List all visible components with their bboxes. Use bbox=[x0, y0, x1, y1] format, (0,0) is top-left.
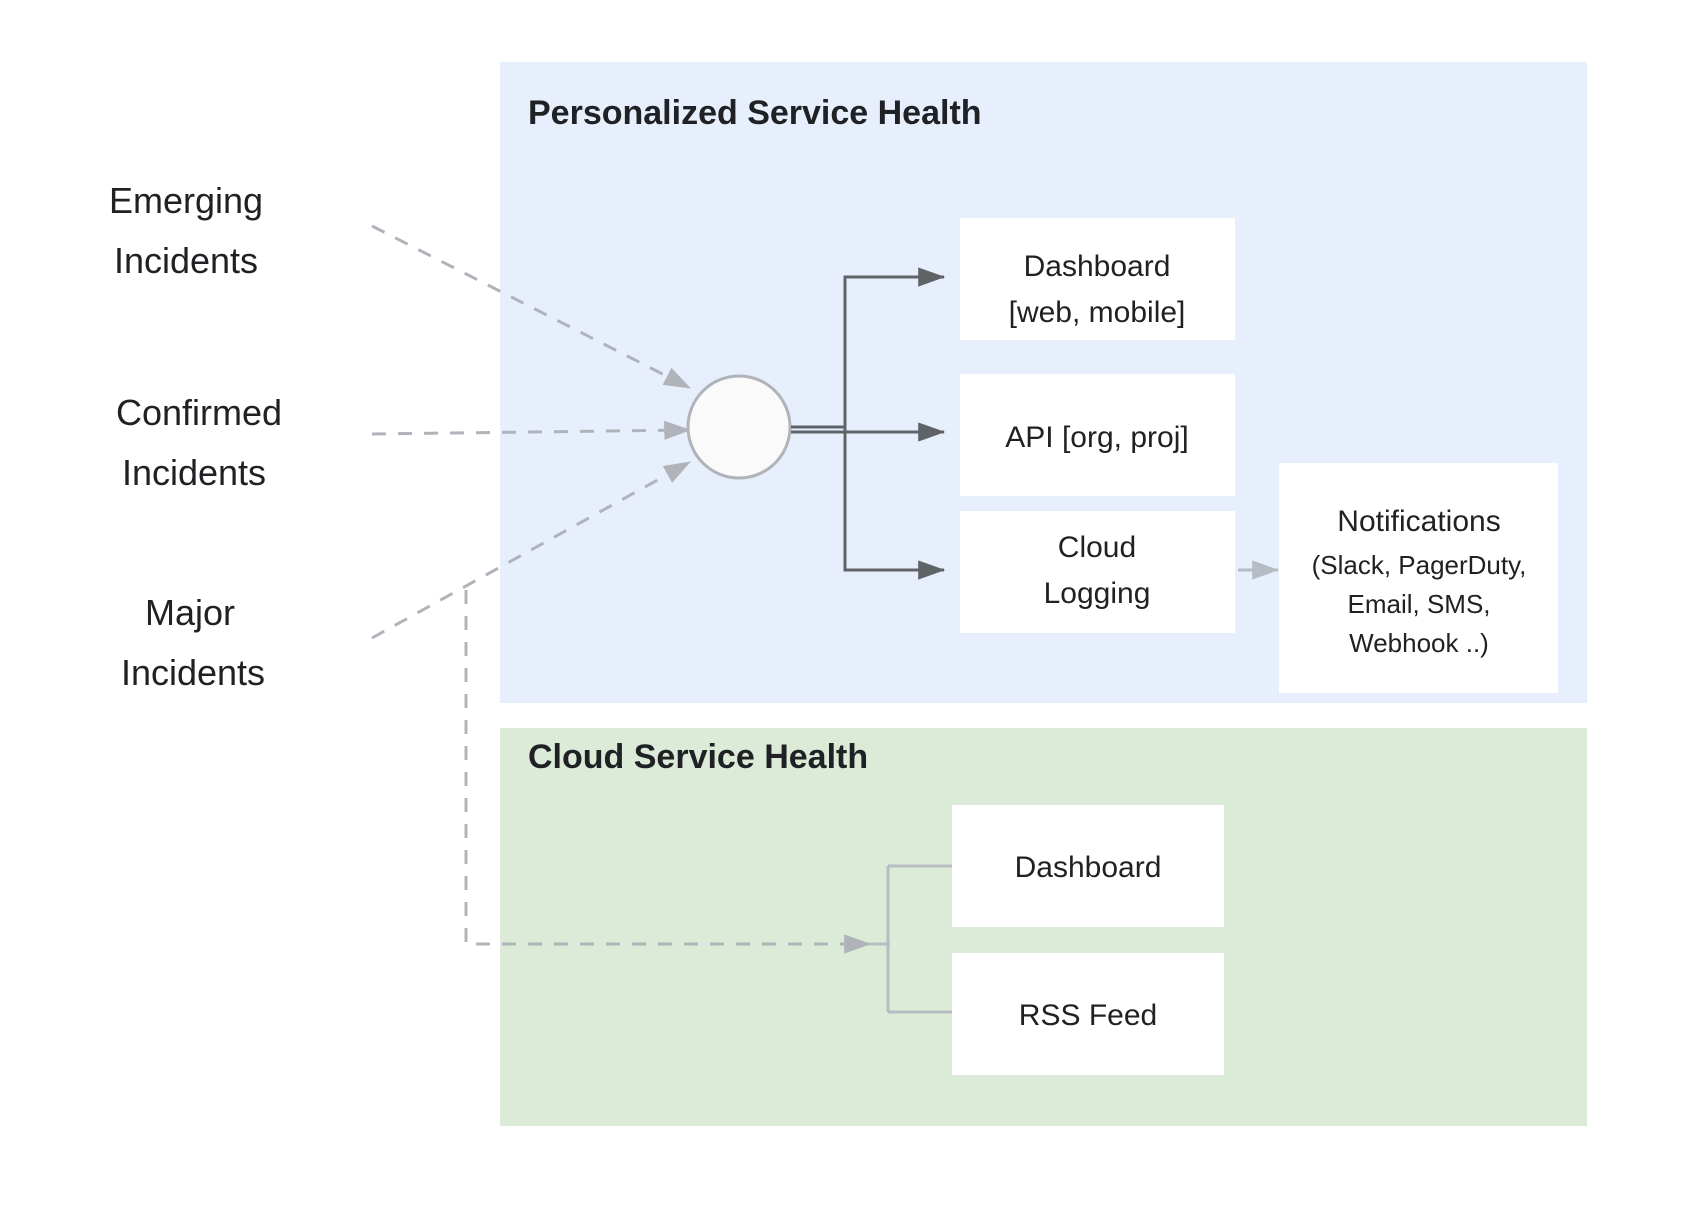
node-box-dashboard-web-mobile[interactable] bbox=[960, 218, 1235, 340]
source-label-emerging-line2: Incidents bbox=[114, 240, 258, 281]
source-label-emerging-line1: Emerging bbox=[109, 180, 263, 221]
node-label-rss-feed: RSS Feed bbox=[1019, 999, 1157, 1032]
node-box-rss-feed[interactable] bbox=[952, 953, 1224, 1075]
node-box-dashboard[interactable] bbox=[952, 805, 1224, 927]
source-label-confirmed-line1: Confirmed bbox=[116, 392, 282, 433]
node-label-notifications-detail-1: (Slack, PagerDuty, bbox=[1312, 550, 1527, 580]
panel-title-personalized: Personalized Service Health bbox=[528, 94, 982, 132]
node-box-api-org-proj[interactable] bbox=[960, 374, 1235, 496]
node-box-notifications[interactable] bbox=[1279, 463, 1558, 693]
node-label-api-org-proj: API [org, proj] bbox=[1005, 421, 1188, 454]
source-label-major-line1: Major bbox=[145, 592, 235, 633]
edge-confirmed-to-hub bbox=[371, 420, 692, 440]
node-box-cloud-logging[interactable] bbox=[960, 511, 1235, 633]
edge-hub-to-cloud-logging bbox=[791, 425, 946, 580]
node-label-notifications-title: Notifications bbox=[1337, 505, 1500, 538]
node-label-cloud-logging-line2: Logging bbox=[1044, 577, 1151, 610]
edge-major-to-cloud-service-health bbox=[464, 590, 872, 954]
node-label-notifications-detail-2: Email, SMS, bbox=[1347, 589, 1490, 619]
node-label-dashboard: Dashboard bbox=[1015, 851, 1162, 884]
node-label-dashboard-web-mobile-line2: [web, mobile] bbox=[1009, 296, 1186, 329]
node-label-cloud-logging-line1: Cloud bbox=[1058, 531, 1136, 564]
source-label-major-line2: Incidents bbox=[121, 652, 265, 693]
panel-title-cloud: Cloud Service Health bbox=[528, 738, 868, 776]
node-label-dashboard-web-mobile-line1: Dashboard bbox=[1024, 250, 1171, 283]
edge-emerging-to-hub bbox=[371, 224, 692, 390]
edge-major-to-hub bbox=[371, 460, 692, 640]
aggregation-hub bbox=[686, 374, 792, 480]
source-label-confirmed-line2: Incidents bbox=[122, 452, 266, 493]
node-label-notifications-detail-3: Webhook ..) bbox=[1349, 628, 1489, 658]
